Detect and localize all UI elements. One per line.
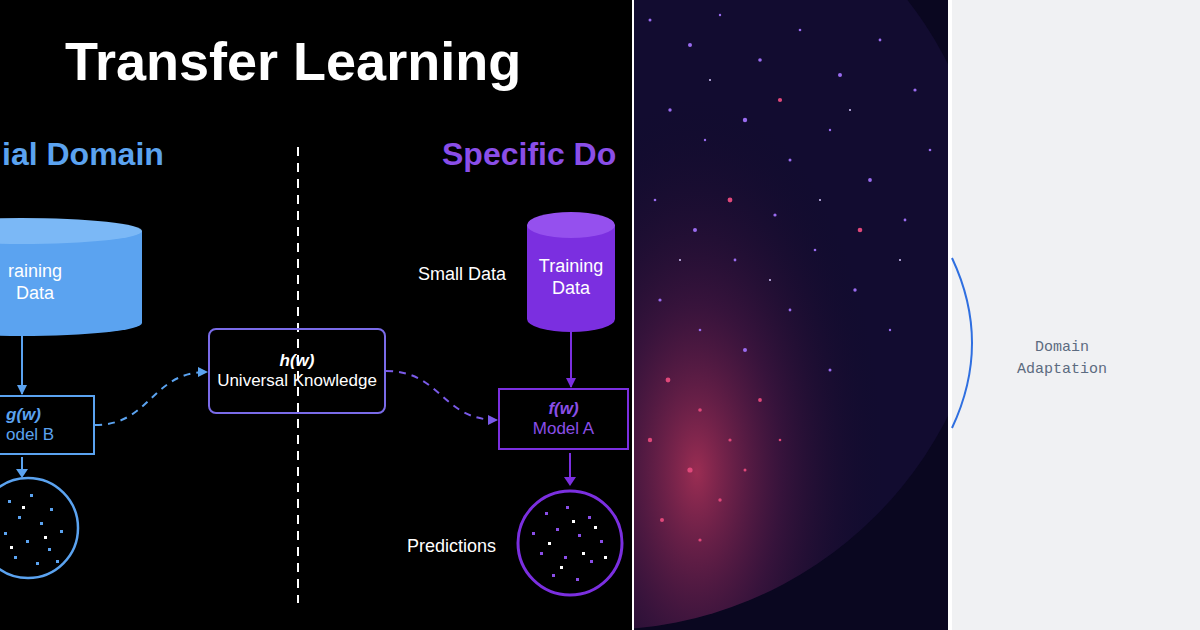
function-name: g(w) [6, 405, 41, 425]
panel-gap [632, 0, 634, 630]
model-box: g(w)odel B [0, 395, 95, 455]
connector [95, 372, 207, 425]
node-text: raining Data [0, 261, 70, 304]
function-name: h(w) [280, 351, 315, 371]
right-panel [952, 0, 1200, 630]
data-cylinder: raining Data [0, 218, 142, 336]
space-panel [634, 0, 948, 630]
connector [570, 332, 572, 387]
knowledge-box: h(w)Universal Knowledge [208, 328, 386, 414]
domain-heading: Specific Do [442, 136, 616, 173]
output-label: Predictions [407, 536, 496, 557]
connector [21, 336, 23, 394]
output-arrow [564, 453, 576, 486]
node-text: Training Data [527, 256, 615, 299]
particle-cloud [634, 0, 948, 630]
prediction-circle [0, 478, 78, 578]
output-arrow [16, 457, 28, 478]
function-name: f(w) [548, 399, 578, 419]
connector [386, 371, 497, 420]
title: Transfer Learning [65, 30, 521, 92]
data-cylinder: Training Data [527, 212, 615, 332]
domain-arc [952, 258, 972, 428]
domain-heading: ial Domain [2, 136, 164, 173]
model-box: f(w)Model A [498, 388, 629, 450]
node-text: odel B [6, 425, 54, 445]
prediction-circle [518, 491, 622, 595]
data-note: Small Data [418, 264, 506, 285]
panel-gap [948, 0, 952, 630]
node-text: Model A [533, 419, 594, 439]
node-text: Universal Knowledge [217, 371, 377, 391]
arc-label: Domain Adaptation [1012, 337, 1112, 381]
